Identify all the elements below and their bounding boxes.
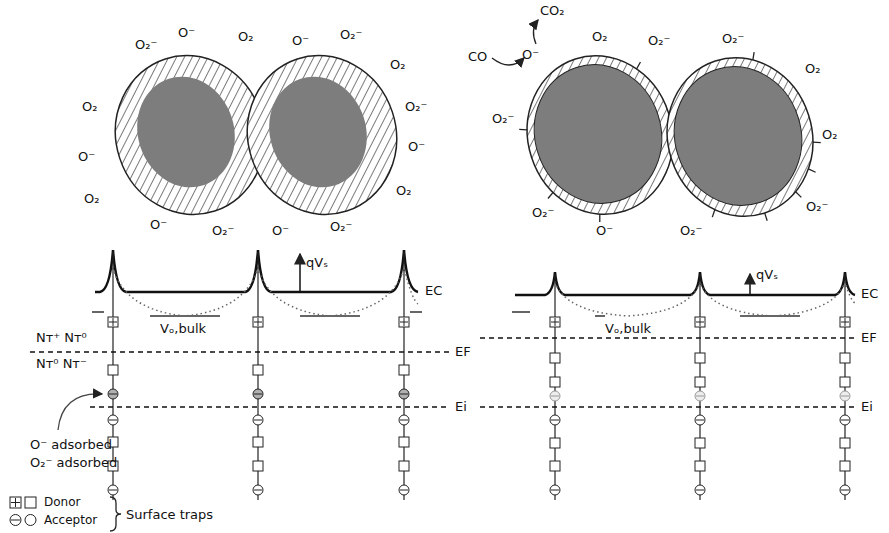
- gas-label: CO₂: [540, 4, 565, 17]
- reaction-arrow: [533, 20, 538, 44]
- band-label: EC: [425, 284, 442, 297]
- vacancy-label: Vₒ,bulk: [605, 322, 651, 335]
- vacancy-label: Vₒ,bulk: [160, 322, 206, 335]
- species-label: O⁻: [272, 224, 289, 237]
- species-label: O₂⁻: [330, 220, 352, 233]
- trap-state-label: Nᴛ⁺ Nᴛ⁰: [36, 331, 87, 344]
- legend-text: Donor: [44, 496, 80, 508]
- reaction-arrow: [492, 58, 524, 65]
- band-label: Ei: [861, 400, 873, 413]
- legend-symbol: [10, 497, 36, 526]
- vacancy-level: [92, 312, 422, 316]
- species-label: O₂: [238, 30, 253, 43]
- conduction-band: [515, 272, 855, 295]
- species-label: O⁻: [596, 224, 613, 237]
- band-label: EF: [455, 345, 471, 358]
- species-label: O₂⁻: [680, 224, 702, 237]
- species-label: O₂⁻: [340, 28, 362, 41]
- legend-brace: [110, 497, 121, 531]
- adsorbate-label: O⁻ adsorbed: [30, 438, 112, 451]
- grain: [507, 37, 833, 236]
- band-label: EF: [861, 331, 877, 344]
- species-label: O₂: [822, 128, 837, 141]
- grain-boundary: [555, 274, 845, 500]
- species-label: O₂: [396, 184, 411, 197]
- surface-trap: [108, 317, 850, 495]
- species-label: O₂⁻: [212, 224, 234, 237]
- gas-label: CO: [468, 50, 487, 63]
- species-label: O₂: [592, 30, 607, 43]
- barrier-label: qVₛ: [756, 268, 778, 281]
- barrier-arrow: [299, 254, 301, 291]
- band-label: EC: [861, 287, 878, 300]
- barrier-arrow: [749, 274, 751, 294]
- species-label: O₂: [390, 58, 405, 71]
- species-label: O₂⁻: [532, 206, 554, 219]
- fermi-level: [30, 351, 450, 353]
- species-label: O₂⁻: [405, 100, 427, 113]
- species-label: O⁻: [522, 48, 539, 61]
- barrier-label: qVₛ: [306, 256, 328, 269]
- species-label: O⁻: [150, 218, 167, 231]
- conduction-band: [95, 250, 418, 292]
- adsorbate-label: O₂⁻ adsorbed: [30, 456, 117, 469]
- grain: [95, 36, 417, 234]
- species-label: O₂: [805, 62, 820, 75]
- empty-site-tick: [519, 52, 821, 222]
- species-label: O₂⁻: [806, 200, 828, 213]
- vacancy-level: [113, 268, 418, 316]
- grain-boundary: [113, 252, 404, 500]
- fermi-level: [480, 337, 855, 339]
- species-label: O₂: [84, 192, 99, 205]
- species-label: O₂⁻: [648, 34, 670, 47]
- intrinsic-level: [480, 406, 855, 408]
- species-label: O₂⁻: [135, 38, 157, 51]
- intrinsic-level: [90, 406, 450, 408]
- legend-bracket-label: Surface traps: [126, 508, 213, 521]
- species-label: O⁻: [408, 140, 425, 153]
- band-label: Ei: [455, 400, 467, 413]
- species-label: O₂⁻: [492, 112, 514, 125]
- vacancy-level: [555, 282, 856, 316]
- adsorption-arrow: [58, 394, 102, 430]
- trap-state-label: Nᴛ⁰ Nᴛ⁻: [36, 357, 87, 370]
- species-label: O₂⁻: [722, 32, 744, 45]
- species-label: O⁻: [292, 34, 309, 47]
- legend-text: Acceptor: [44, 514, 97, 526]
- species-label: O₂: [82, 100, 97, 113]
- species-label: O⁻: [78, 150, 95, 163]
- species-label: O⁻: [178, 26, 195, 39]
